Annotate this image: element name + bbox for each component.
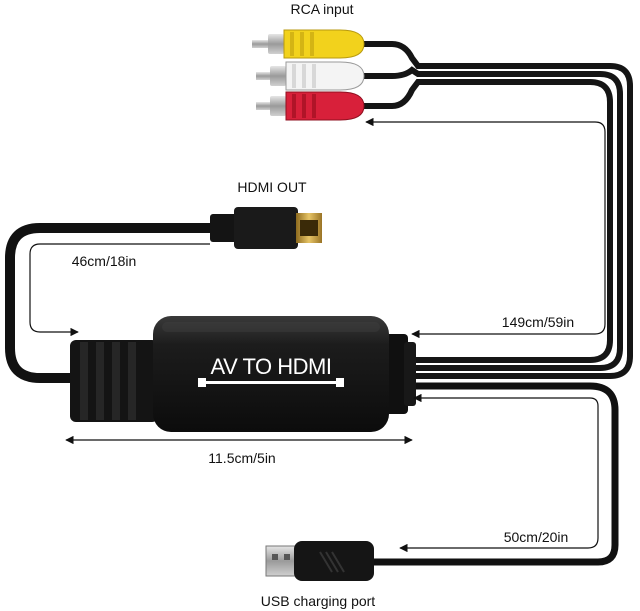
- rca-plug-yellow: [252, 29, 365, 59]
- usb-cable: [366, 382, 619, 566]
- hdmi-cable-length-label: 46cm/18in: [72, 253, 137, 269]
- usb-cable-length-label: 50cm/20in: [504, 529, 569, 545]
- usb-port-label: USB charging port: [261, 593, 376, 609]
- hdmi-out-label: HDMI OUT: [237, 179, 307, 195]
- adapter-body: AV TO HDMI: [70, 316, 416, 432]
- adapter-length-label: 11.5cm/5in: [208, 450, 275, 466]
- rca-plug-red: [256, 91, 365, 121]
- hdmi-cable: [5, 223, 220, 383]
- rca-cables: [359, 41, 633, 379]
- usb-plug: [265, 541, 374, 581]
- rca-input-label: RCA input: [290, 1, 353, 17]
- dim-rca-line: [365, 117, 606, 339]
- dim-usb-line: [399, 393, 599, 553]
- adapter-label: AV TO HDMI: [211, 354, 332, 379]
- hdmi-plug: [210, 207, 322, 249]
- rca-cable-length-label: 149cm/59in: [502, 314, 574, 330]
- dim-hdmi-line: [29, 243, 210, 337]
- rca-plug-white: [256, 61, 365, 91]
